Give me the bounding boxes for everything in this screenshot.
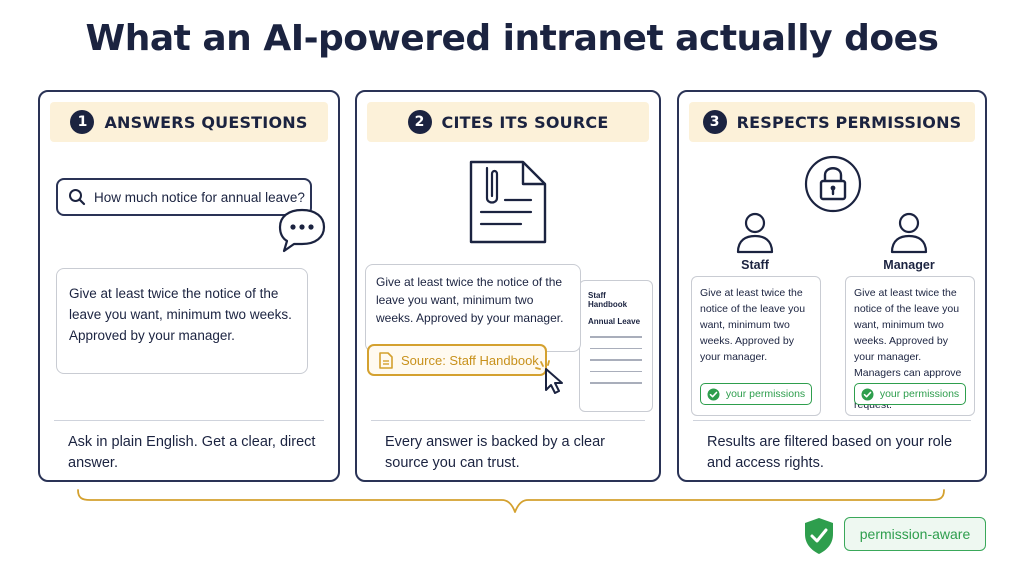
source-label: Source: Staff Handbook [401,352,539,368]
badge-label: your permissions [725,388,806,400]
panel-title: ANSWERS QUESTIONS [104,112,308,132]
bracket-connector [77,489,945,513]
chat-bubble-icon [278,208,326,253]
permission-badge: your permissions [700,383,812,405]
panel-caption: Ask in plain English. Get a clear, direc… [68,434,316,471]
panel-header: 2 CITES ITS SOURCE [367,102,649,142]
role-label-manager: Manager [883,258,935,272]
check-circle-icon [861,388,874,400]
page-title: What an AI-powered intranet actually doe… [85,18,939,59]
step-number: 1 [70,110,95,134]
step-number: 3 [702,110,727,134]
divider [371,420,645,421]
staff-answer-card: Give at least twice the notice of the le… [691,276,821,416]
panel-respects-permissions: 3 RESPECTS PERMISSIONS Staff Manager Giv… [677,90,987,482]
search-input[interactable]: How much notice for annual leave? [56,178,312,216]
panel-answers-questions: 1 ANSWERS QUESTIONS How much notice for … [38,90,340,482]
shield-check-icon [805,518,833,554]
source-button[interactable]: Source: Staff Handbook [367,344,547,376]
document-icon [379,351,393,369]
user-icon [736,212,774,254]
answer-card: Give at least twice the notice of the le… [365,264,581,352]
permission-badge: your permissions [854,383,966,405]
divider [54,420,324,421]
text-line [590,336,642,338]
lock-icon [804,155,862,213]
permission-aware-badge: permission-aware [844,517,986,551]
text-line [590,347,642,349]
badge-label: your permissions [879,388,960,400]
text-line [590,370,642,372]
step-number: 2 [407,110,432,134]
panel-title: CITES ITS SOURCE [441,112,609,132]
handbook-section: Annual Leave [588,317,641,326]
role-label-staff: Staff [741,258,769,272]
handbook-preview: Staff Handbook Annual Leave [579,280,653,412]
manager-answer-card: Give at least twice the notice of the le… [845,276,975,416]
text-line [590,359,642,361]
user-icon [890,212,928,254]
handbook-title: Staff Handbook [588,291,628,309]
divider [693,420,971,421]
check-circle-icon [707,388,720,400]
panel-caption: Every answer is backed by a clear source… [385,434,606,471]
text-line [590,382,642,384]
panel-cites-source: 2 CITES ITS SOURCE Staff Handbook Annual… [355,90,661,482]
panel-header: 3 RESPECTS PERMISSIONS [689,102,975,142]
answer-card: Give at least twice the notice of the le… [56,268,308,374]
document-paperclip-icon [469,160,547,244]
search-query: How much notice for annual leave? [94,189,305,205]
panel-header: 1 ANSWERS QUESTIONS [50,102,328,142]
panel-caption: Results are filtered based on your role … [707,434,953,471]
panel-title: RESPECTS PERMISSIONS [736,112,962,132]
search-icon [69,189,86,206]
answer-text: Give at least twice the notice of the le… [700,287,806,363]
cursor-click-icon [535,360,563,394]
